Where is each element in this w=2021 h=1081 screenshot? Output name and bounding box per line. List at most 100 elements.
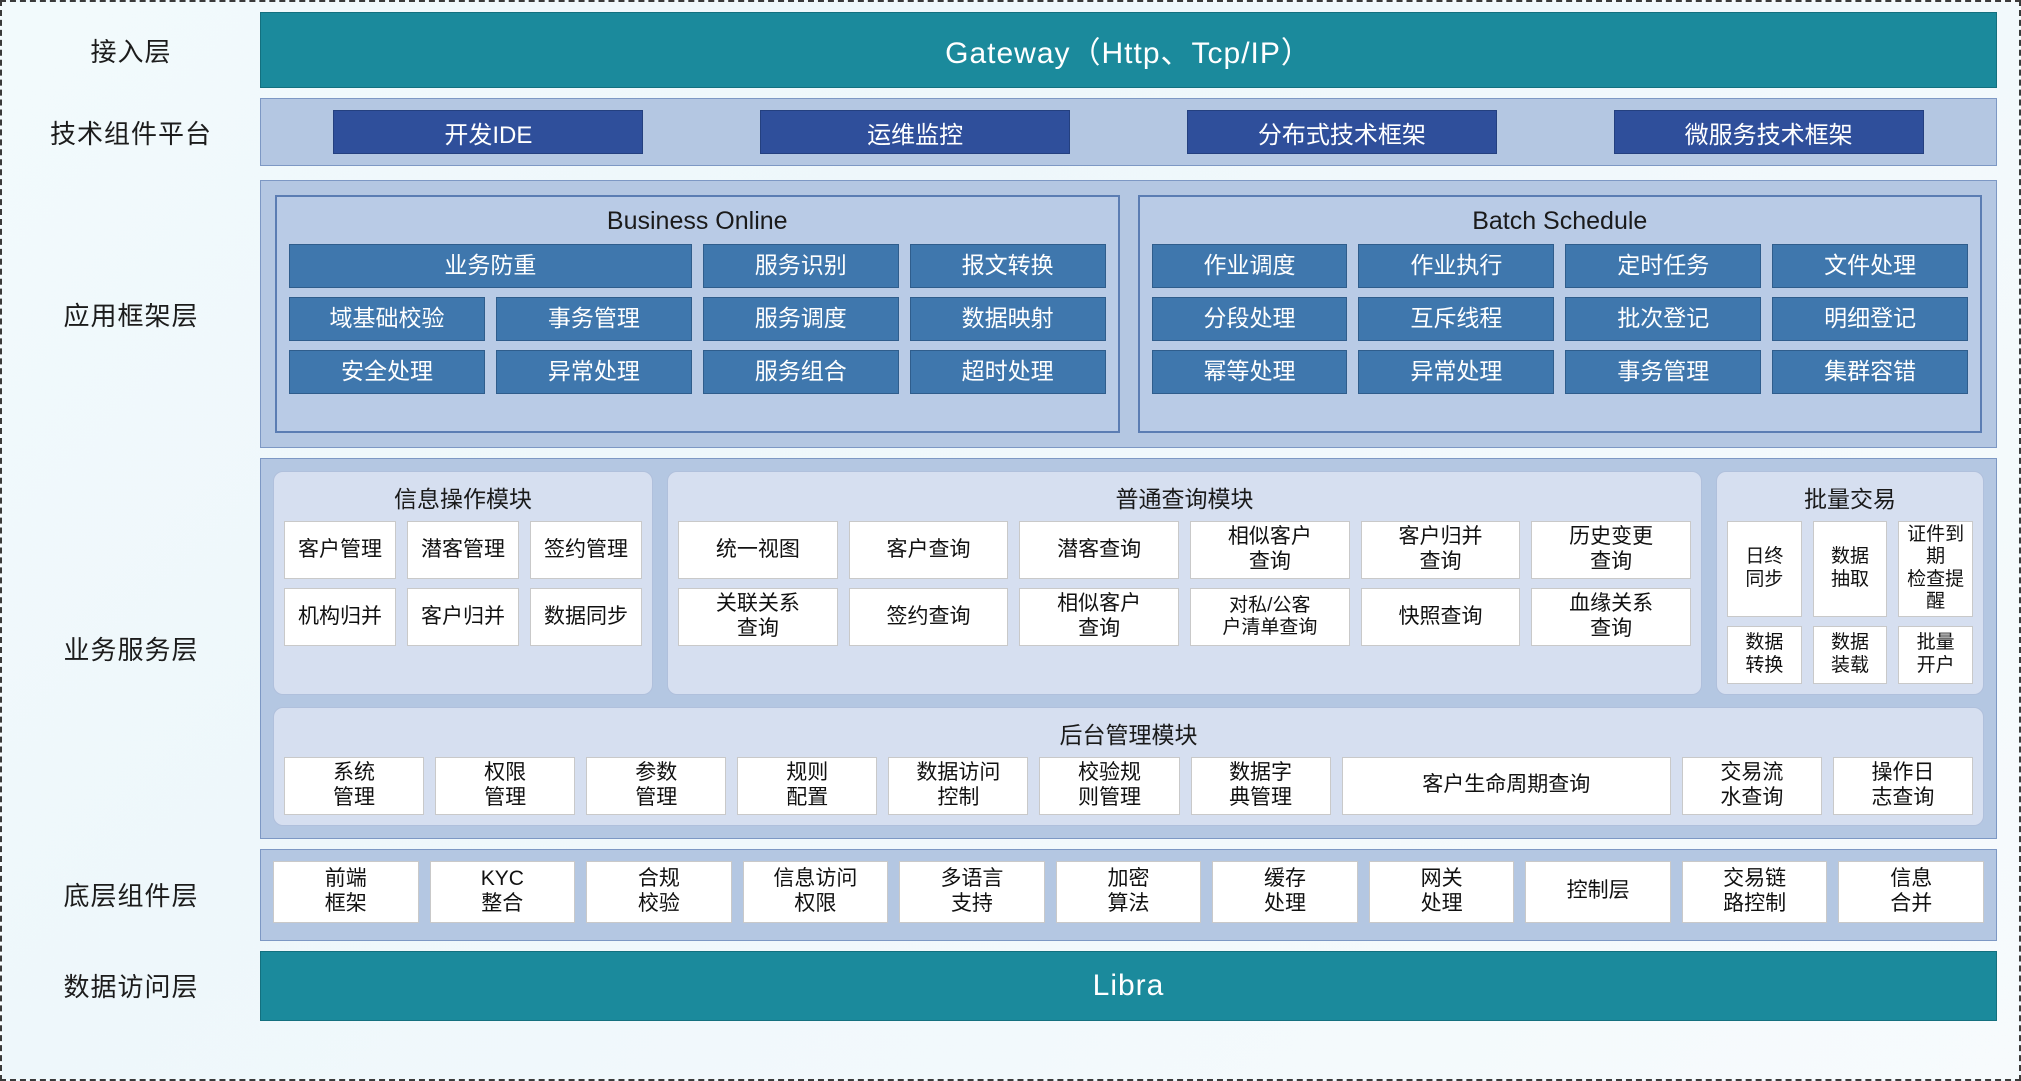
layer-body-access: Gateway（Http、Tcp/IP） xyxy=(260,12,1997,88)
service-cell[interactable]: 数据字典管理 xyxy=(1190,756,1331,815)
fw-cell[interactable]: 作业调度 xyxy=(1151,244,1348,288)
layer-label-business-service: 业务服务层 xyxy=(63,634,199,665)
service-cell[interactable]: 相似客户查询 xyxy=(1190,521,1350,579)
component-cell[interactable]: 前端框架 xyxy=(273,860,419,923)
fw-cell[interactable]: 事务管理 xyxy=(1565,350,1762,394)
service-cell[interactable]: 规则配置 xyxy=(737,756,878,815)
service-cell[interactable]: 证件到期检查提醒 xyxy=(1898,521,1973,617)
service-cell[interactable]: 数据同步 xyxy=(530,588,642,646)
service-cell[interactable]: 日终同步 xyxy=(1727,521,1802,617)
module-grid-common-query: 统一视图 客户查询 潜客查询 相似客户查询 客户归并查询 历史变更查询 关联关系… xyxy=(678,521,1691,646)
fw-cell[interactable]: 域基础校验 xyxy=(289,297,485,341)
fw-cell[interactable]: 文件处理 xyxy=(1772,244,1968,288)
fw-cell[interactable]: 超时处理 xyxy=(909,350,1106,394)
component-cell[interactable]: 交易链路控制 xyxy=(1681,860,1828,923)
service-cell[interactable]: 统一视图 xyxy=(678,521,838,579)
layer-label-base-components: 底层组件层 xyxy=(63,881,199,912)
fw-cell[interactable]: 定时任务 xyxy=(1565,244,1762,288)
component-cell[interactable]: 合规校验 xyxy=(586,860,732,923)
layer-row-app-framework: 应用框架层 Business Online 业务防重 服务识别 报文转换 域基础… xyxy=(2,180,1997,448)
service-cell[interactable]: 关联关系查询 xyxy=(678,588,838,646)
fw-cell[interactable]: 幂等处理 xyxy=(1151,350,1348,394)
module-admin: 后台管理模块 系统管理 权限管理 参数管理 规则配置 数据访问控制 校验规则管理… xyxy=(273,706,1984,826)
fw-cell[interactable]: 服务组合 xyxy=(702,350,899,394)
module-batch-transaction: 批量交易 日终同步 数据抽取 证件到期检查提醒 数据转换 数据装载 批量开户 xyxy=(1716,471,1984,695)
component-cell[interactable]: 信息合并 xyxy=(1838,860,1984,923)
component-cell[interactable]: 多语言支持 xyxy=(899,860,1045,923)
service-cell[interactable]: 客户生命周期查询 xyxy=(1341,756,1671,815)
fw-cell[interactable]: 报文转换 xyxy=(909,244,1106,288)
fw-cell[interactable]: 事务管理 xyxy=(495,297,692,341)
fw-cell[interactable]: 互斥线程 xyxy=(1358,297,1555,341)
service-cell[interactable]: 校验规则管理 xyxy=(1039,756,1180,815)
module-common-query: 普通查询模块 统一视图 客户查询 潜客查询 相似客户查询 客户归并查询 历史变更… xyxy=(667,471,1702,695)
service-cell[interactable]: 血缘关系查询 xyxy=(1531,588,1691,646)
service-cell[interactable]: 客户管理 xyxy=(284,521,396,579)
service-cell[interactable]: 客户查询 xyxy=(848,521,1009,579)
service-cell[interactable]: 快照查询 xyxy=(1360,588,1521,646)
layer-row-access: 接入层 Gateway（Http、Tcp/IP） xyxy=(2,12,1997,88)
spacer xyxy=(2,88,1997,98)
module-title-admin: 后台管理模块 xyxy=(1059,721,1198,748)
fw-cell[interactable]: 批次登记 xyxy=(1565,297,1762,341)
service-cell[interactable]: 历史变更查询 xyxy=(1531,521,1691,579)
libra-banner: Libra xyxy=(260,950,1997,1021)
tech-chip-ops[interactable]: 运维监控 xyxy=(760,110,1071,154)
fw-cell[interactable]: 服务识别 xyxy=(702,244,899,288)
service-cell[interactable]: 权限管理 xyxy=(435,756,576,815)
service-cell[interactable]: 批量开户 xyxy=(1898,625,1973,684)
fw-cell[interactable]: 数据映射 xyxy=(909,297,1106,341)
group-batch-schedule: Batch Schedule 作业调度 作业执行 定时任务 文件处理 分段处理 … xyxy=(1137,195,1982,433)
service-cell[interactable]: 系统管理 xyxy=(284,756,425,815)
service-cell[interactable]: 数据访问控制 xyxy=(888,756,1029,815)
fw-cell[interactable]: 安全处理 xyxy=(289,350,485,394)
component-cell[interactable]: 控制层 xyxy=(1525,860,1671,923)
fw-cell[interactable]: 异常处理 xyxy=(1358,350,1555,394)
service-cell[interactable]: 相似客户查询 xyxy=(1019,588,1179,646)
framework-grid-online: 业务防重 服务识别 报文转换 域基础校验 事务管理 服务调度 数据映射 安全处理… xyxy=(289,244,1106,394)
module-grid-admin: 系统管理 权限管理 参数管理 规则配置 数据访问控制 校验规则管理 数据字典管理… xyxy=(284,756,1973,815)
service-cell[interactable]: 数据装载 xyxy=(1812,625,1888,684)
fw-cell[interactable]: 服务调度 xyxy=(702,297,899,341)
tech-chip-ide[interactable]: 开发IDE xyxy=(333,110,644,154)
service-cell[interactable]: 对私/公客户清单查询 xyxy=(1190,588,1350,646)
fw-cell[interactable]: 集群容错 xyxy=(1772,350,1968,394)
service-cell[interactable]: 操作日志查询 xyxy=(1832,756,1973,815)
fw-cell[interactable]: 明细登记 xyxy=(1772,297,1968,341)
fw-cell[interactable]: 业务防重 xyxy=(289,244,692,288)
component-cell[interactable]: 缓存处理 xyxy=(1212,860,1358,923)
service-cell[interactable]: 数据抽取 xyxy=(1812,521,1888,617)
layer-row-data-access: 数据访问层 Libra xyxy=(2,950,1997,1021)
service-cell[interactable]: 数据转换 xyxy=(1727,625,1802,684)
component-cell[interactable]: 加密算法 xyxy=(1055,860,1202,923)
layer-body-business-service: 信息操作模块 客户管理 潜客管理 签约管理 机构归并 客户归并 数据同步 普通查… xyxy=(260,458,1997,839)
component-cell[interactable]: 网关处理 xyxy=(1368,860,1515,923)
service-cell[interactable]: 签约管理 xyxy=(530,521,642,579)
module-grid-info-operation: 客户管理 潜客管理 签约管理 机构归并 客户归并 数据同步 xyxy=(284,521,642,646)
fw-cell[interactable]: 分段处理 xyxy=(1151,297,1348,341)
module-title-info-operation: 信息操作模块 xyxy=(394,486,532,512)
module-info-operation: 信息操作模块 客户管理 潜客管理 签约管理 机构归并 客户归并 数据同步 xyxy=(273,471,653,695)
component-cell[interactable]: 信息访问权限 xyxy=(742,860,889,923)
tech-chip-microservice[interactable]: 微服务技术框架 xyxy=(1613,110,1924,154)
layer-label-access: 接入层 xyxy=(90,36,172,67)
layer-body-app-framework: Business Online 业务防重 服务识别 报文转换 域基础校验 事务管… xyxy=(260,180,1997,448)
service-cell[interactable]: 客户归并查询 xyxy=(1360,521,1521,579)
app-framework-panel: Business Online 业务防重 服务识别 报文转换 域基础校验 事务管… xyxy=(260,180,1997,448)
framework-grid-batch: 作业调度 作业执行 定时任务 文件处理 分段处理 互斥线程 批次登记 明细登记 … xyxy=(1151,244,1968,394)
fw-cell[interactable]: 作业执行 xyxy=(1358,244,1555,288)
service-cell[interactable]: 交易流水查询 xyxy=(1681,756,1822,815)
service-cell[interactable]: 潜客查询 xyxy=(1019,521,1179,579)
service-cell[interactable]: 客户归并 xyxy=(407,588,519,646)
fw-cell[interactable]: 异常处理 xyxy=(495,350,692,394)
module-title-batch-transaction: 批量交易 xyxy=(1804,486,1896,512)
service-cell[interactable]: 参数管理 xyxy=(586,756,727,815)
tech-chip-distributed[interactable]: 分布式技术框架 xyxy=(1186,110,1497,154)
service-cell[interactable]: 机构归并 xyxy=(284,588,396,646)
spacer xyxy=(2,448,1997,458)
service-cell[interactable]: 签约查询 xyxy=(848,588,1009,646)
service-cell[interactable]: 潜客管理 xyxy=(407,521,519,579)
